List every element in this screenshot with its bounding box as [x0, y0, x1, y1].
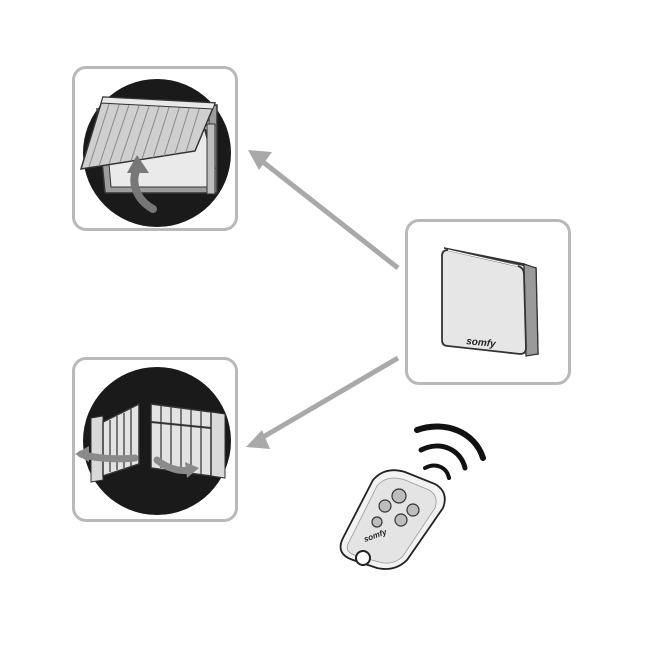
- garage-door-icon: [79, 79, 231, 227]
- remote-button-extra: [371, 516, 383, 528]
- swing-gate-icon: [75, 367, 231, 515]
- arrow-to-gate: [246, 355, 400, 449]
- remote-control-icon: somfy: [339, 423, 486, 570]
- radio-waves-icon: [414, 423, 486, 480]
- remote-button-right: [406, 503, 420, 517]
- keyring-hole-icon: [355, 550, 371, 566]
- swing-gate-panel: [72, 357, 238, 522]
- remote-control: somfy: [325, 410, 505, 580]
- remote-button-up: [391, 488, 407, 504]
- receiver-brand-label: somfy: [466, 336, 497, 350]
- receiver-panel: somfy: [405, 219, 571, 385]
- garage-door-panel: [72, 66, 238, 231]
- arrow-to-garage: [248, 150, 400, 270]
- remote-button-down: [394, 513, 408, 527]
- remote-button-left: [378, 499, 392, 513]
- receiver-box-icon: somfy: [441, 247, 539, 357]
